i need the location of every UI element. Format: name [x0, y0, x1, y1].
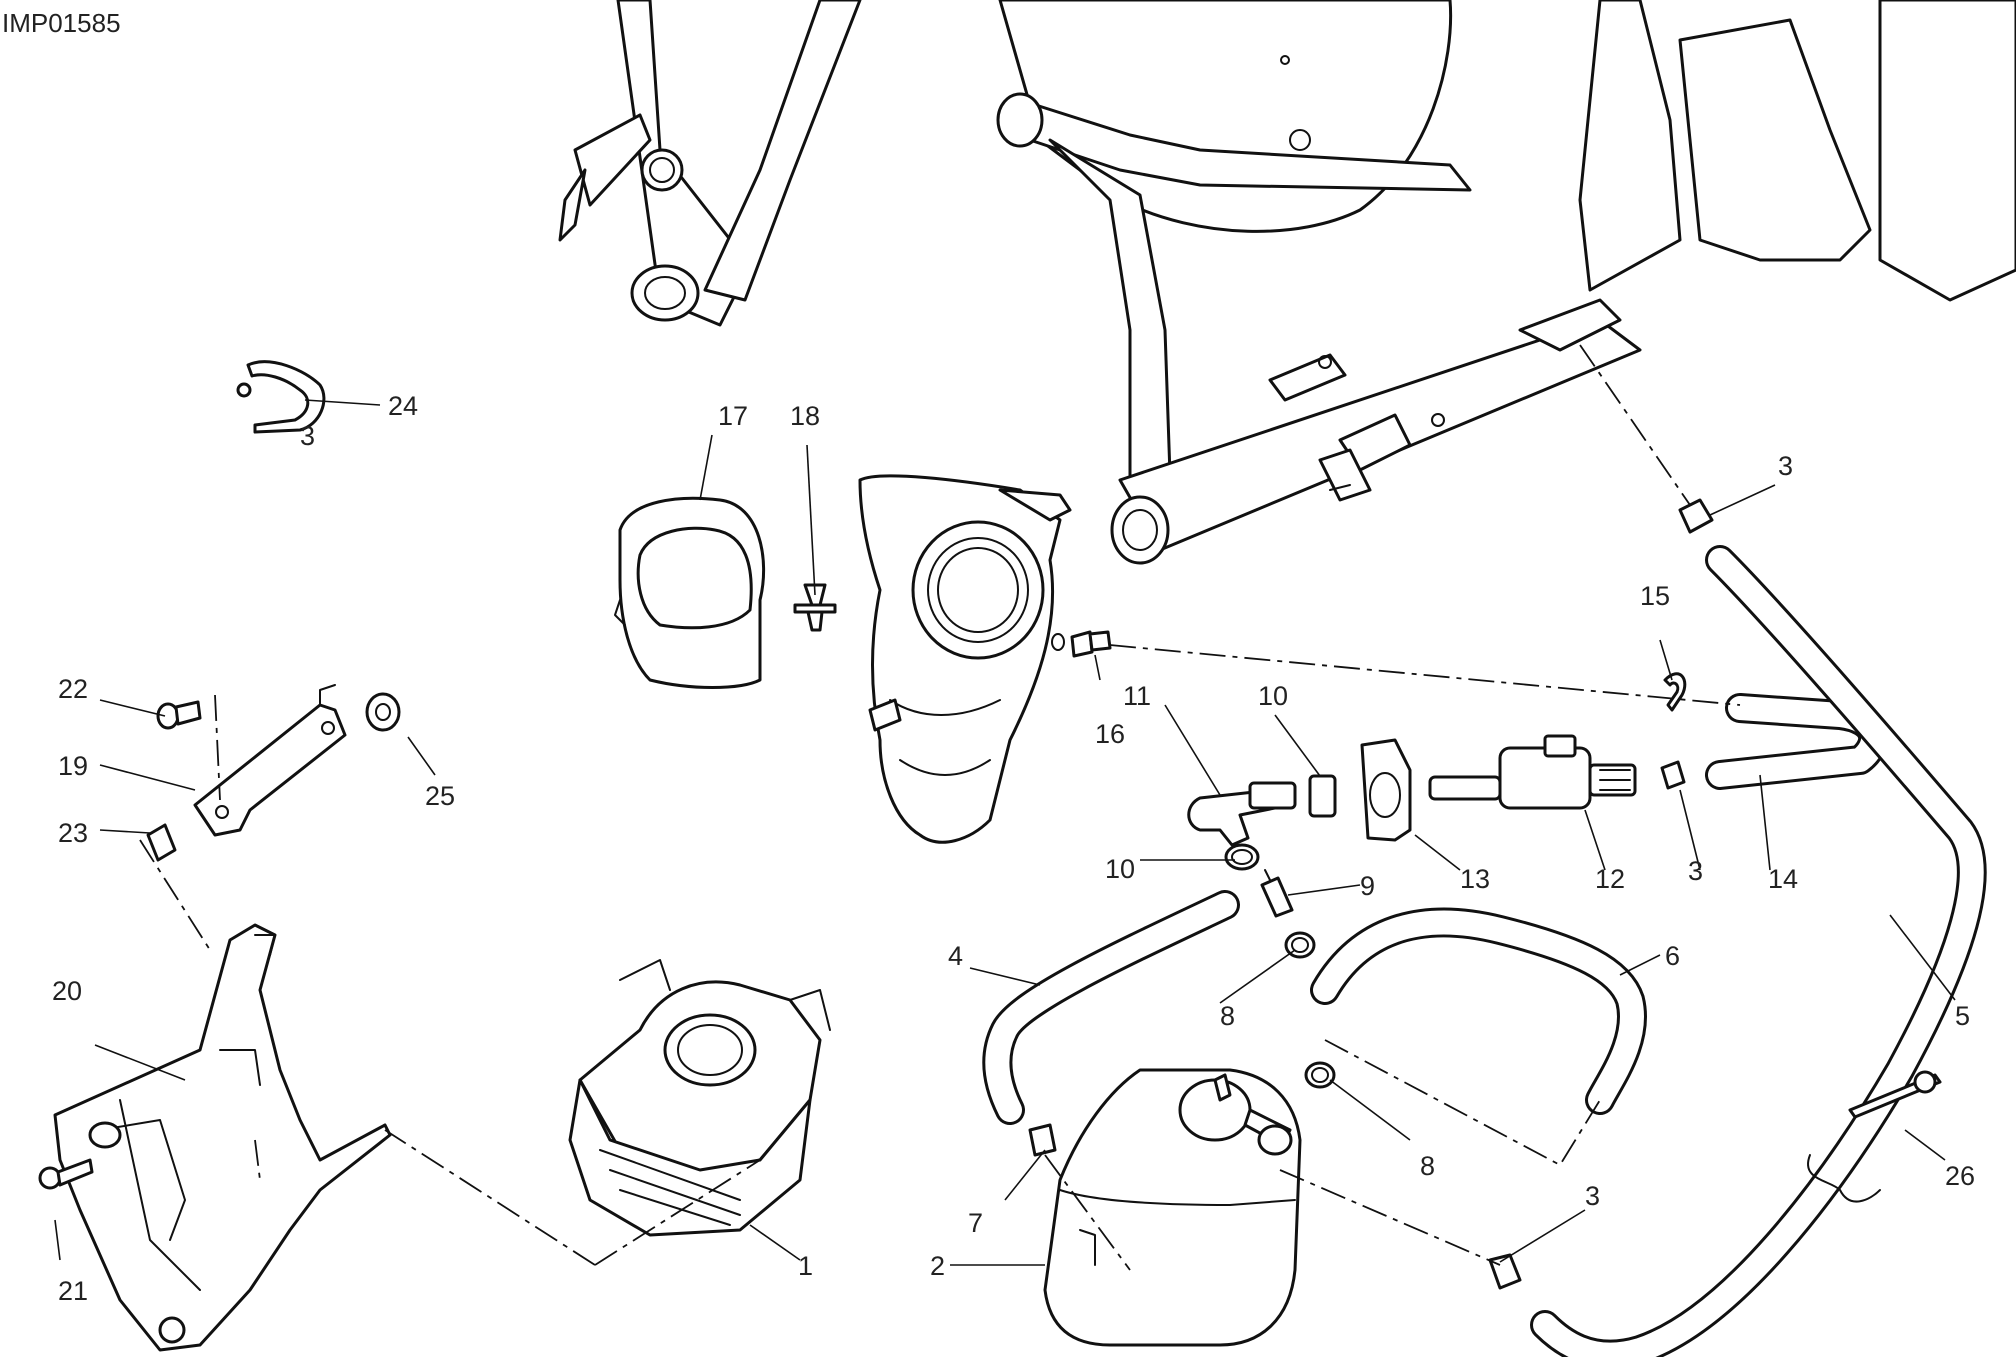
part-9-connector: [1260, 869, 1294, 918]
callout-19: 19: [58, 751, 88, 781]
callout-11: 11: [1123, 681, 1151, 711]
part-2-canister: [1043, 1068, 1302, 1347]
part-18-pin: [793, 583, 837, 632]
callout-3-c: 3: [1585, 1181, 1600, 1211]
callout-3-b: 3: [1688, 856, 1703, 886]
callout-3-d: 3: [300, 421, 315, 451]
callout-21: 21: [58, 1276, 88, 1306]
part-3-clamp-b: [1660, 760, 1686, 790]
part-16-fitting: [1051, 630, 1112, 658]
callout-5: 5: [1955, 1001, 1970, 1031]
callout-4: 4: [948, 941, 963, 971]
part-10-sleeve-lower: [1224, 843, 1260, 871]
part-24-clip: [236, 360, 326, 434]
callout-17: 17: [718, 401, 748, 431]
callout-8-b: 8: [1420, 1151, 1435, 1181]
callout-10-a: 10: [1258, 681, 1288, 711]
callout-6: 6: [1665, 941, 1680, 971]
part-7-sleeve: [1028, 1123, 1057, 1157]
callout-2: 2: [930, 1251, 945, 1281]
part-3-clamp-c: [1488, 1253, 1522, 1290]
callout-24: 24: [388, 391, 418, 421]
callout-7: 7: [968, 1208, 983, 1238]
callout-10-b: 10: [1105, 854, 1135, 884]
diagram-code: IMP01585: [2, 8, 121, 38]
hose-6: [1310, 907, 1647, 1115]
callout-9: 9: [1360, 871, 1375, 901]
part-20-bracket: [53, 923, 392, 1352]
callout-22: 22: [58, 674, 88, 704]
part-15-clip: [1663, 672, 1687, 712]
part-23-clip-nut: [146, 823, 177, 862]
callout-23: 23: [58, 818, 88, 848]
callout-12: 12: [1595, 864, 1625, 894]
callout-16: 16: [1095, 719, 1125, 749]
part-21-screw: [38, 1158, 94, 1190]
callout-14: 14: [1768, 864, 1798, 894]
part-12-valve: [1428, 734, 1637, 810]
callout-15: 15: [1640, 581, 1670, 611]
part-8-clamp-b: [1304, 1061, 1336, 1089]
leader-lines: [54, 399, 1956, 1266]
callout-25: 25: [425, 781, 455, 811]
part-26-tie: [1807, 1070, 1942, 1203]
callout-18: 18: [790, 401, 820, 431]
part-11-elbow: [1187, 781, 1297, 847]
part-10-sleeve-upper: [1308, 774, 1337, 818]
part-19-plate: [193, 684, 347, 837]
assembly-lines: [139, 344, 1741, 1271]
frame: [558, 0, 2016, 565]
callout-20: 20: [52, 976, 82, 1006]
part-1-intake: [568, 959, 831, 1237]
callout-26: 26: [1945, 1161, 1975, 1191]
callout-3-a: 3: [1778, 451, 1793, 481]
callout-13: 13: [1460, 864, 1490, 894]
part-25-grommet: [365, 692, 401, 732]
hose-5: [1530, 545, 1987, 1357]
callout-1: 1: [798, 1251, 813, 1281]
callout-labels: 1 2 3 3 3 3 4 5 6 7 8 8 9 10 10 11 12 13…: [52, 391, 1975, 1306]
part-17-cover: [614, 496, 766, 689]
part-22-bolt: [156, 700, 202, 730]
air-duct: [858, 474, 1072, 844]
part-3-clamp-a: [1678, 498, 1714, 534]
part-13-mount: [1360, 738, 1412, 842]
callout-8-a: 8: [1220, 1001, 1235, 1031]
hose-4: [982, 890, 1240, 1125]
